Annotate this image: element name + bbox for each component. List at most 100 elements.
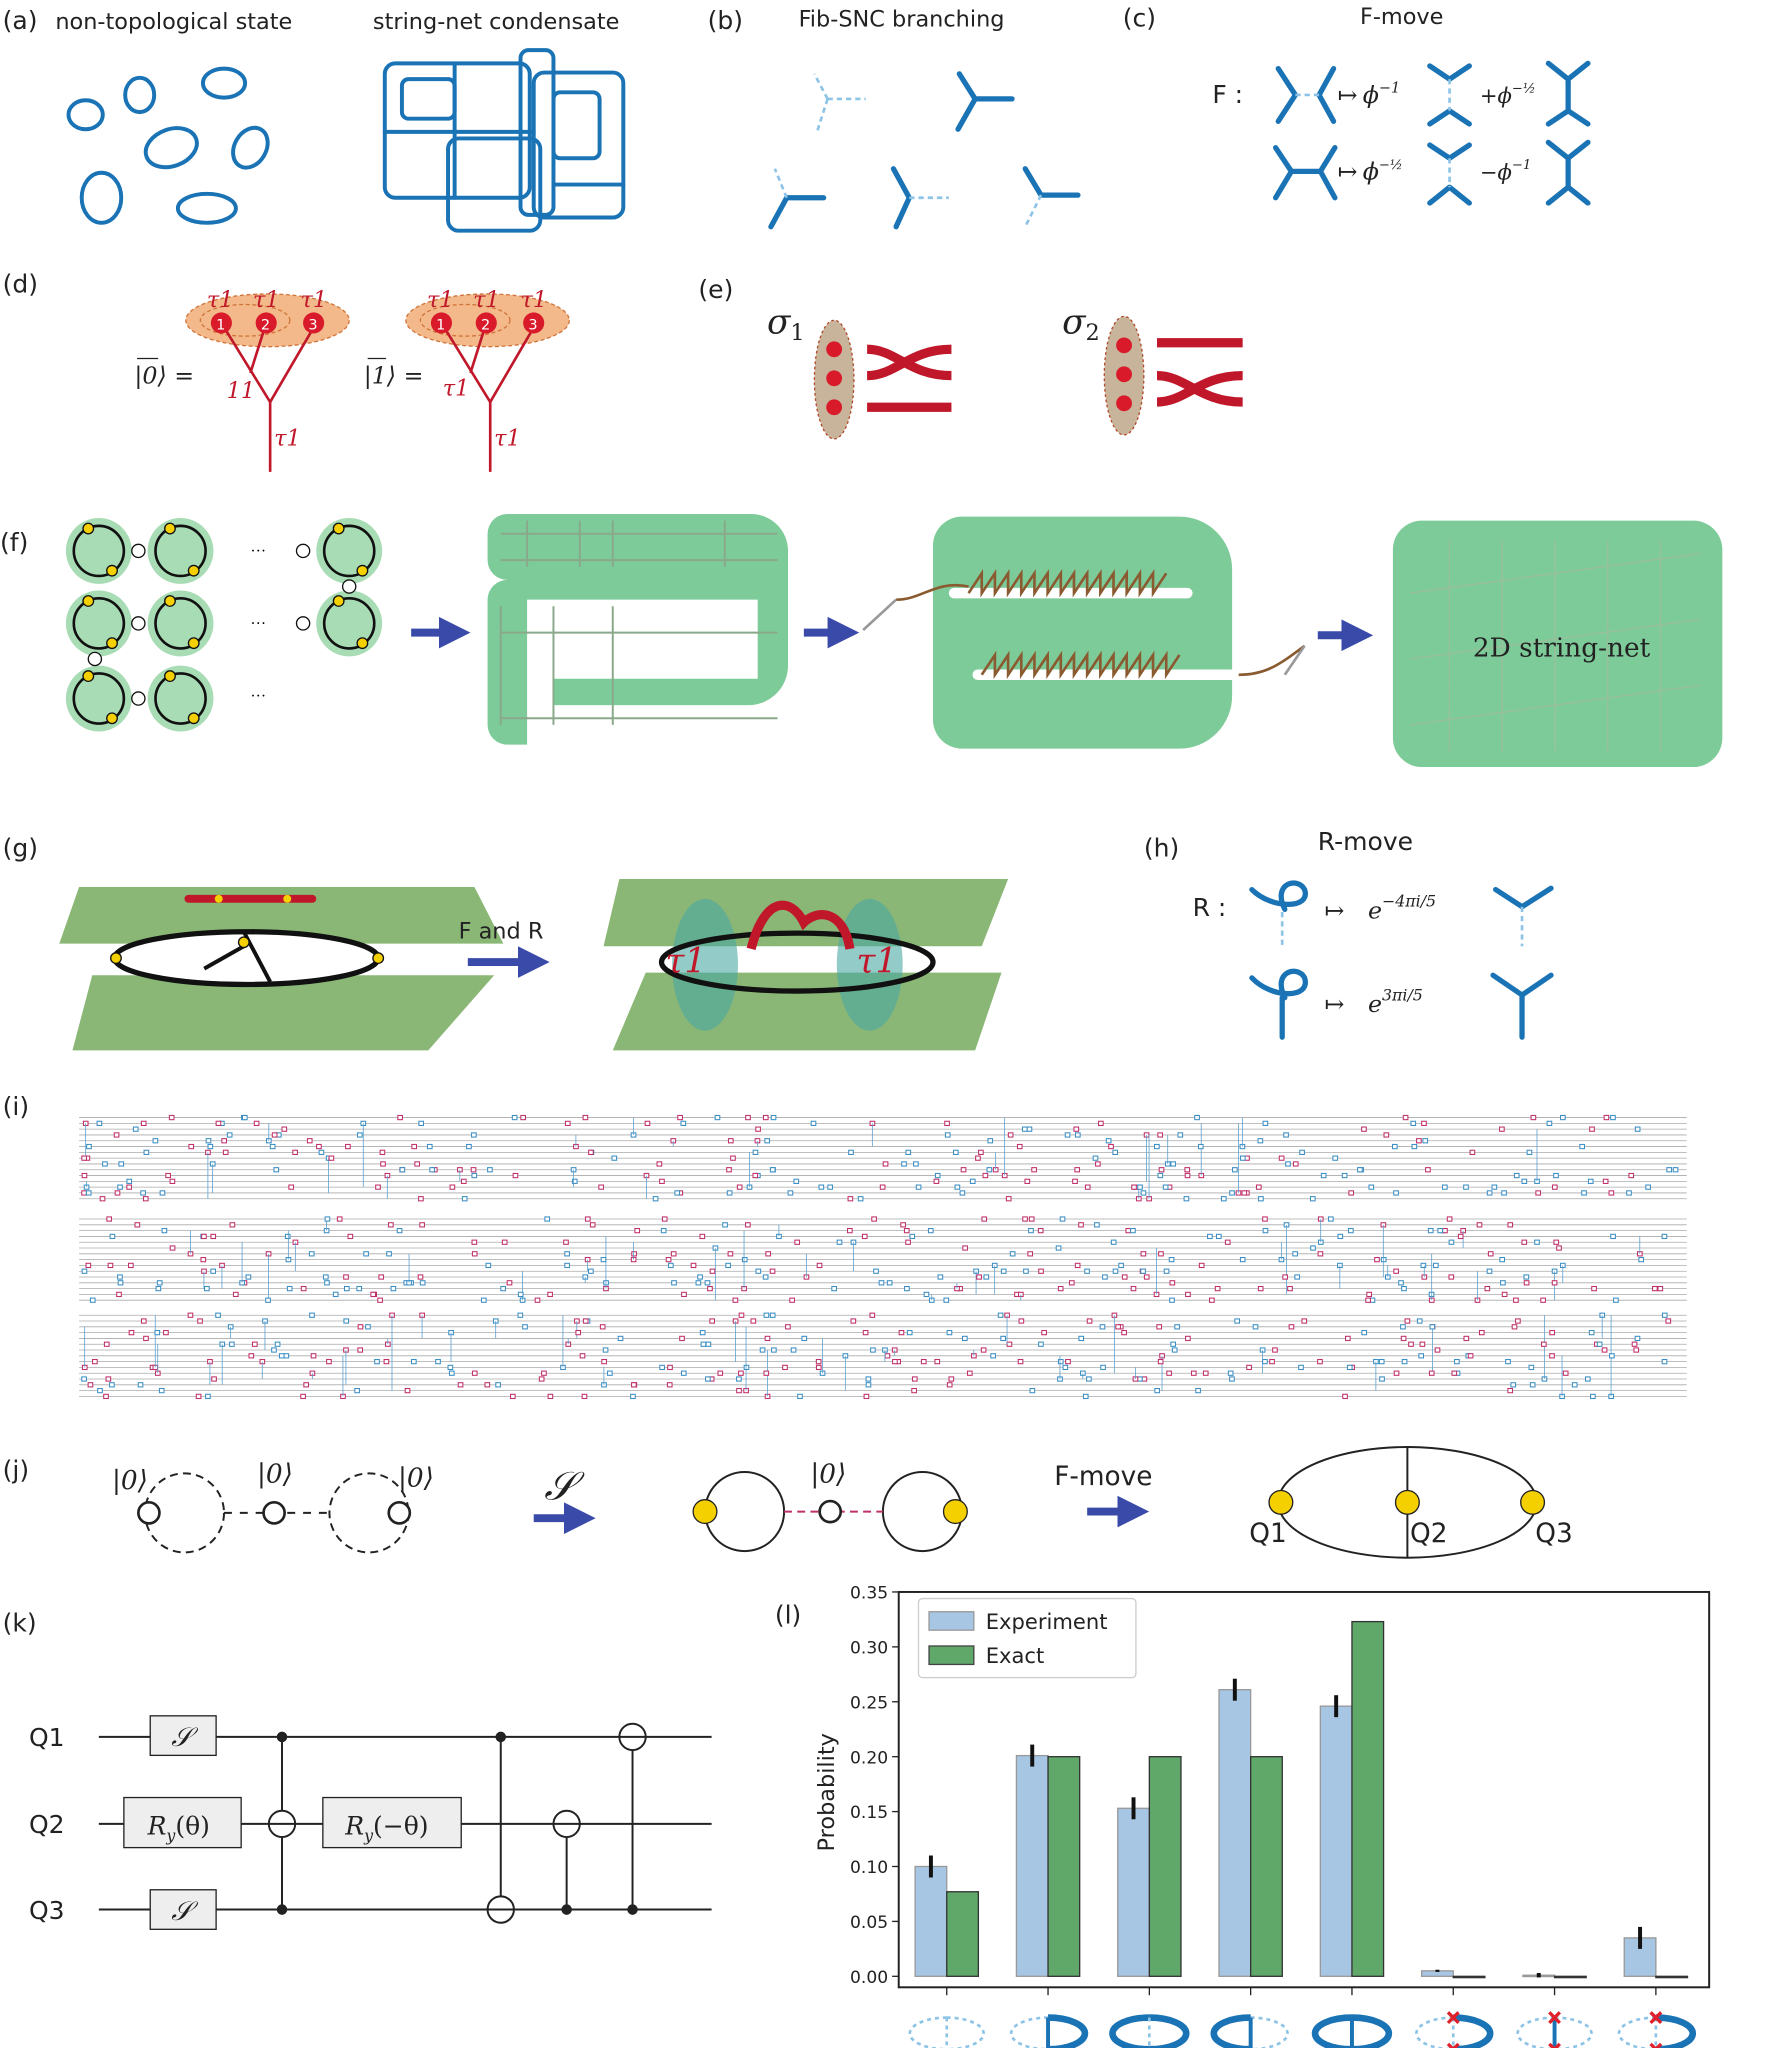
- gate: [997, 1312, 1004, 1318]
- f-move-lhs-icon: [1272, 145, 1338, 201]
- ry-gate[interactable]: [123, 1796, 242, 1849]
- gate: [345, 1143, 351, 1150]
- gate: [863, 1393, 870, 1400]
- gate: [1224, 1239, 1231, 1245]
- gate: [1190, 1370, 1197, 1376]
- gate: [1467, 1353, 1474, 1359]
- gate: [1546, 1120, 1553, 1126]
- bar-exact: [1148, 1756, 1182, 1977]
- gate: [1038, 1341, 1044, 1347]
- branching-icon: [768, 195, 827, 230]
- gate: [1195, 1387, 1201, 1394]
- gate: [161, 1227, 168, 1234]
- gate: [677, 1114, 683, 1121]
- gate: [1451, 1370, 1458, 1376]
- gate: [1057, 1358, 1064, 1365]
- gate: [241, 1114, 248, 1121]
- gate: [582, 1318, 589, 1324]
- loop: [72, 672, 126, 725]
- gate: [722, 1222, 728, 1228]
- gate: [1074, 1167, 1081, 1173]
- gate: [1169, 1297, 1175, 1303]
- gate: [102, 1161, 108, 1167]
- gate: [509, 1393, 516, 1400]
- gate: [700, 1341, 707, 1347]
- gate: [168, 1114, 175, 1121]
- gate: [982, 1172, 989, 1179]
- panel-label: (a): [3, 6, 38, 35]
- svg-text:Ry(−θ): Ry(−θ): [344, 1811, 428, 1845]
- gate: [114, 1190, 121, 1196]
- gate: [564, 1120, 571, 1126]
- gate: [1486, 1190, 1493, 1196]
- x-tick-icon: [1617, 2016, 1656, 2048]
- state-1: |1⟩ =: [364, 362, 424, 391]
- gate: [156, 1280, 163, 1286]
- svg-text:τ1: τ1: [443, 375, 470, 401]
- gate: [1378, 1358, 1385, 1365]
- gate: [764, 1335, 771, 1342]
- y-tick-label: 0.10: [850, 1858, 888, 1878]
- gate: [1317, 1358, 1323, 1365]
- gate: [1157, 1358, 1164, 1365]
- gate: [1596, 1341, 1603, 1347]
- gate: [745, 1222, 751, 1228]
- gate: [96, 1120, 103, 1126]
- svg-text:𝒮: 𝒮: [544, 1464, 585, 1510]
- gate: [1590, 1393, 1596, 1400]
- gate: [1540, 1297, 1546, 1303]
- gate: [81, 1172, 88, 1179]
- svg-text:Q2: Q2: [1410, 1519, 1448, 1549]
- gate: [1521, 1178, 1528, 1184]
- gate: [601, 1358, 607, 1365]
- panel-label: (b): [708, 6, 743, 35]
- gate: [1166, 1370, 1172, 1376]
- loop-halo: [147, 517, 214, 584]
- gate: [584, 1216, 591, 1222]
- gate: [668, 1262, 674, 1269]
- svg-text:Q2: Q2: [29, 1810, 65, 1839]
- bar-exact: [1351, 1620, 1385, 1977]
- gate: [785, 1324, 791, 1330]
- gate: [1393, 1190, 1399, 1196]
- gate: [1521, 1239, 1528, 1245]
- gate: [328, 1155, 335, 1161]
- gate: [1556, 1245, 1562, 1251]
- svg-text:τ1: τ1: [521, 287, 548, 313]
- gate: [143, 1149, 150, 1155]
- gate: [726, 1190, 733, 1196]
- gate: [1361, 1126, 1367, 1132]
- gate: [517, 1312, 524, 1318]
- gate: [1170, 1161, 1177, 1167]
- gate: [575, 1329, 582, 1336]
- gate: [1184, 1167, 1191, 1173]
- gate: [1262, 1120, 1269, 1126]
- svg-text:Q3: Q3: [29, 1896, 65, 1925]
- gate: [1418, 1353, 1425, 1359]
- gate: [1398, 1280, 1404, 1286]
- gate: [471, 1239, 478, 1245]
- gate: [644, 1120, 651, 1126]
- s-gate[interactable]: [149, 1889, 217, 1930]
- s-gate[interactable]: [149, 1715, 217, 1757]
- gate: [300, 1285, 307, 1292]
- gate: [1029, 1387, 1036, 1394]
- panel-label: (d): [3, 270, 38, 299]
- gate: [1391, 1143, 1398, 1150]
- gate: [544, 1216, 551, 1222]
- gate: [1184, 1172, 1191, 1179]
- ancilla-dot: [87, 651, 103, 667]
- gate: [1400, 1335, 1407, 1342]
- gate: [869, 1312, 876, 1318]
- ry-inverse-gate[interactable]: [322, 1796, 462, 1849]
- gate: [1158, 1251, 1164, 1257]
- gate: [292, 1149, 298, 1155]
- gate: [1140, 1190, 1147, 1196]
- panel-f: (f) ··· ··· ··· 2D string-net: [0, 514, 1723, 768]
- anyon-dot: [82, 595, 95, 607]
- gate: [738, 1312, 745, 1318]
- gate: [1317, 1251, 1324, 1257]
- gate: [92, 1358, 98, 1365]
- gate: [1393, 1370, 1400, 1376]
- gate: [630, 1393, 636, 1400]
